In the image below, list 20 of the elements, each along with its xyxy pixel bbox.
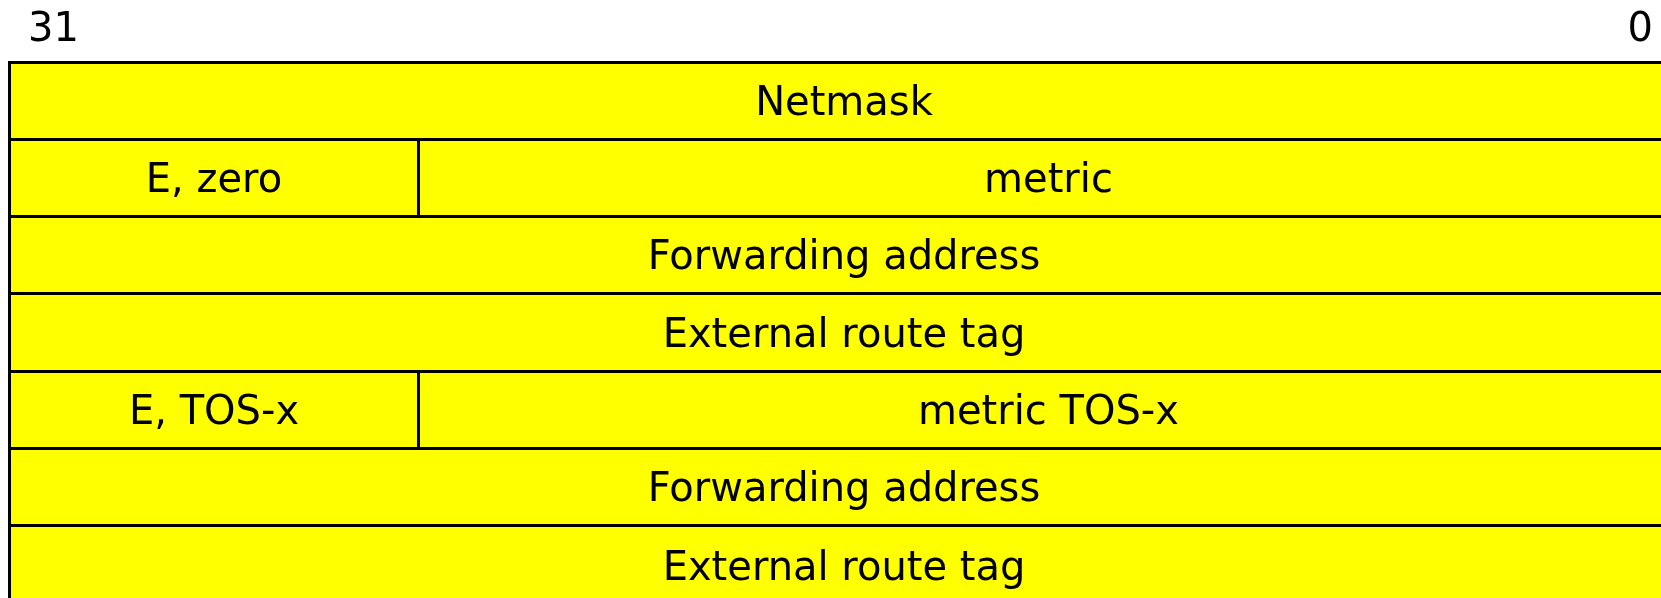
field-name: Forwarding address (647, 464, 1041, 510)
field-box (8, 292, 1661, 373)
field-box (417, 370, 1661, 450)
field-box (8, 370, 420, 450)
field-name: E, zero (145, 155, 283, 201)
field-box (8, 61, 1661, 141)
bit-number: 0 (1627, 4, 1653, 50)
bit-number: 31 (28, 4, 79, 50)
field-name: Netmask (755, 78, 933, 124)
field-box (8, 215, 1661, 295)
field-name: metric (984, 155, 1113, 201)
field-name: Forwarding address (647, 232, 1041, 278)
field-name: External route tag (662, 309, 1026, 356)
field-name: External route tag (662, 542, 1026, 589)
field-name: E, TOS-x (128, 387, 300, 433)
field-name: metric TOS-x (918, 387, 1179, 433)
field-box (8, 138, 420, 218)
field-box (417, 138, 1661, 218)
field-box (8, 447, 1661, 527)
field-box (8, 524, 1661, 598)
